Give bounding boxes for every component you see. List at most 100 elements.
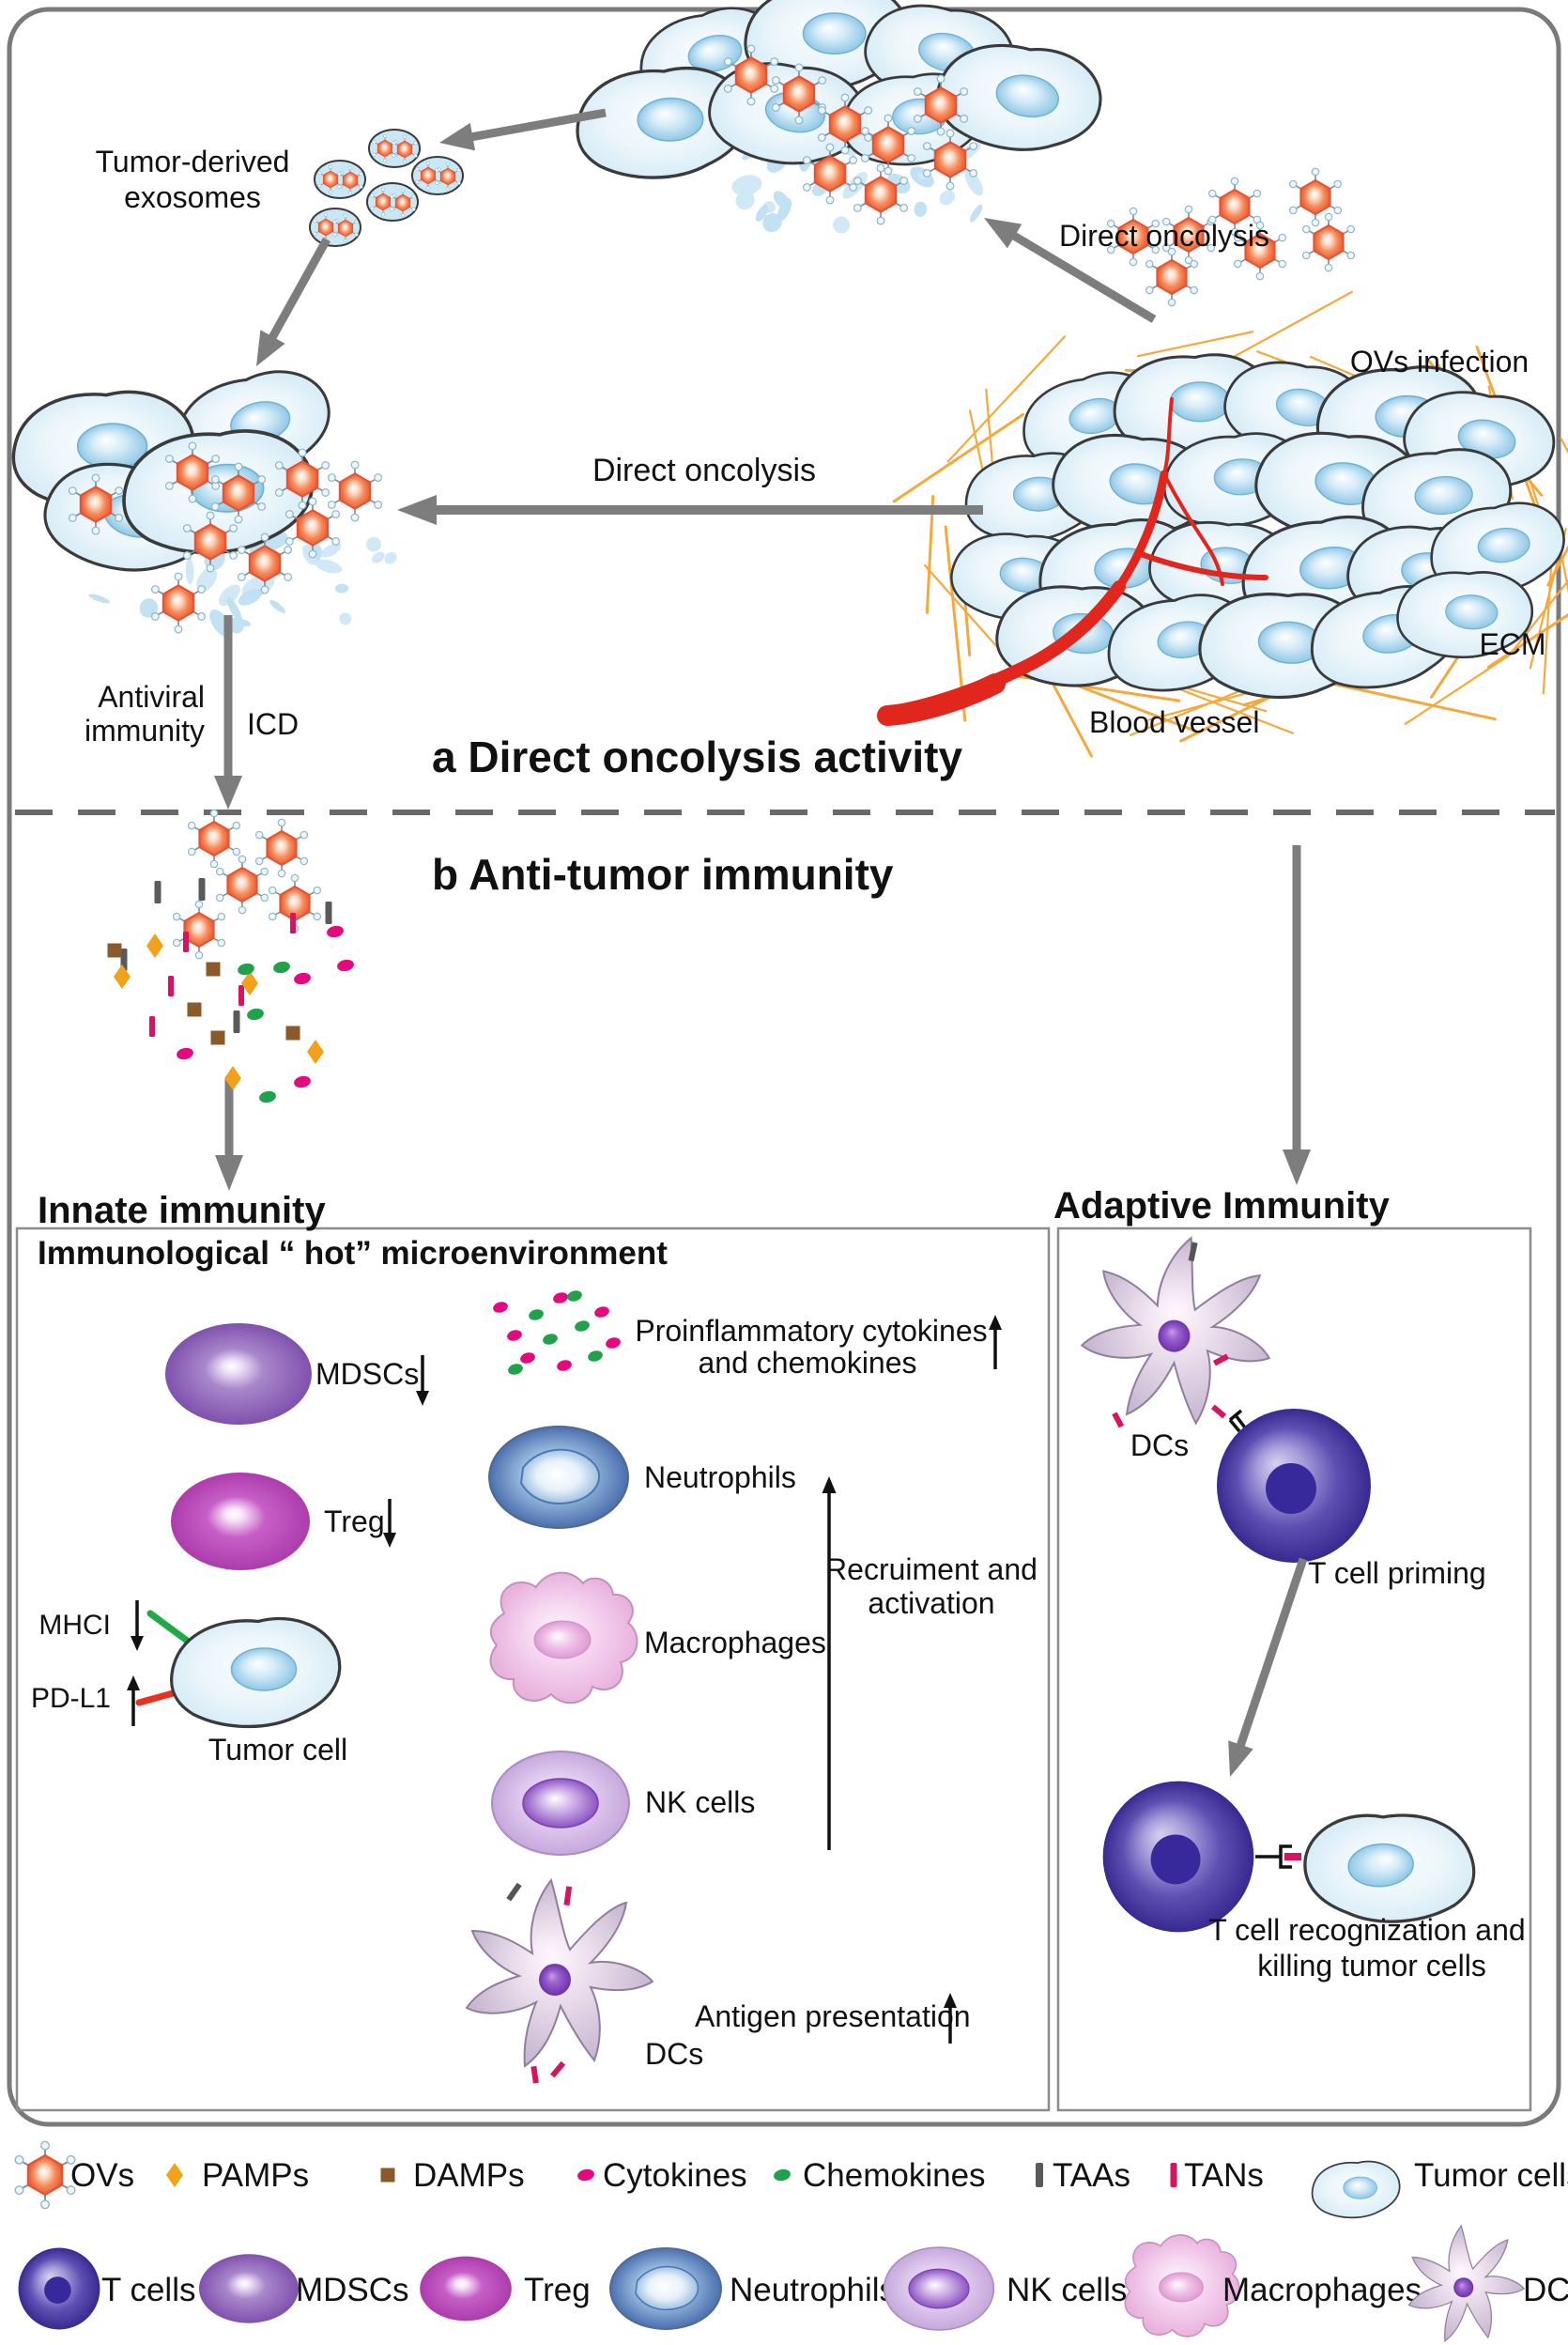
legend-item: Chemokines: [774, 2157, 986, 2194]
legend-label: DCs: [1523, 2272, 1568, 2308]
mdsc-cell: [165, 1323, 312, 1425]
legend-label: Tumor cells: [1414, 2157, 1568, 2194]
chemokine-molecule: [588, 1350, 603, 1362]
cell-debris: [88, 594, 110, 604]
neutrophils-icon: [608, 2247, 723, 2330]
tan-tick: [1112, 1412, 1125, 1428]
legend-label: Chemokines: [803, 2157, 986, 2194]
chemokine-molecule: [567, 1290, 582, 1302]
cytokine-cluster: [553, 1292, 568, 1304]
arrow-cluster-to-exosomes-head: [439, 122, 476, 151]
ecm-fiber: [1560, 552, 1568, 594]
arrow-cluster-to-exosomes: [469, 108, 607, 142]
damp-molecule: [107, 943, 122, 958]
blood-vessel-label: Blood vessel: [1089, 705, 1259, 739]
arrow-proinflammatory-up-head: [989, 1315, 1002, 1330]
cell-debris: [735, 191, 755, 210]
treg-icon: [420, 2256, 512, 2322]
cytokine-molecule: [577, 2168, 594, 2182]
adaptive-heading: Adaptive Immunity: [1053, 1185, 1391, 1226]
innate-subheading: Immunological “ hot” microenvironment: [38, 1235, 668, 1272]
cytokine-molecule: [337, 959, 354, 972]
tumor-derived-exosome: [367, 183, 418, 221]
ov-virus-icon: [1288, 167, 1343, 227]
legend-label: DAMPs: [413, 2157, 525, 2194]
innate-heading: Innate immunity: [38, 1190, 326, 1231]
neutrophils-label: Neutrophils: [644, 1460, 796, 1494]
cell-debris: [372, 551, 385, 563]
ecm-fiber: [946, 335, 1067, 463]
cytokine-molecule: [557, 1360, 572, 1371]
pamp-molecule: [241, 971, 258, 995]
legend-item: T cells: [18, 2247, 196, 2330]
dendritic-cell: [466, 1879, 653, 2084]
antigen-tab: [1284, 1853, 1301, 1860]
cell-debris: [776, 197, 792, 222]
tan-tick: [550, 2060, 566, 2078]
cell-debris: [315, 559, 343, 574]
ecm-fiber: [1136, 331, 1254, 358]
arrow-recruitment-up-head: [822, 1476, 837, 1493]
cell-debris: [731, 175, 762, 196]
arrow-direct-oncolysis-upper-head: [984, 218, 1022, 249]
arrow-direct-oncolysis-upper: [1010, 231, 1157, 323]
antiviral-immunity-label2: immunity: [85, 714, 205, 748]
blood-vessel-branch: [1138, 551, 1268, 580]
cytokine-cluster: [594, 1306, 609, 1318]
cytokine-molecule: [177, 1047, 193, 1060]
t-cell-recognition-label2: killing tumor cells: [1257, 1949, 1486, 1982]
mdscs-label: MDSCs: [315, 1357, 419, 1391]
antiviral-immunity-label: Antiviral: [98, 680, 205, 714]
t-cell: [1217, 1409, 1371, 1563]
pamp-molecule: [114, 964, 131, 989]
cytokine-molecule: [294, 1075, 311, 1088]
innate-dcs-label: DCs: [645, 2037, 703, 2071]
damp-molecule: [210, 1030, 225, 1045]
section-a-heading: a Direct oncolysis activity: [432, 733, 962, 781]
tans-icon: [1170, 2163, 1177, 2187]
tumor-derived-exosome: [412, 157, 463, 194]
cell-debris: [755, 204, 769, 223]
taa-molecule: [154, 881, 161, 903]
antigen-presentation-label: Antigen presentation: [695, 1999, 971, 2033]
cell-debris: [269, 599, 286, 613]
arrow-to-innate-head: [215, 1155, 243, 1191]
cell-debris: [320, 543, 342, 558]
direct-oncolysis-mid-label: Direct oncolysis: [592, 453, 816, 488]
figure-outer-border: [7, 7, 1561, 2127]
legend-label: OVs: [70, 2157, 134, 2194]
tan-molecule: [149, 1016, 155, 1037]
section-b-heading: b Anti-tumor immunity: [432, 850, 894, 899]
ecm-fiber: [1487, 612, 1568, 669]
tcr-bracket: [1279, 1844, 1292, 1869]
legend-label: MDSCs: [296, 2272, 409, 2308]
taas-icon: [1036, 2163, 1043, 2187]
taa-tick: [1188, 1242, 1198, 1262]
cytokine-cluster: [575, 1320, 590, 1332]
adaptive-dcs-label: DCs: [1130, 1428, 1189, 1462]
legend-label: PAMPs: [202, 2157, 309, 2194]
cytokine-cluster: [567, 1290, 582, 1302]
taa-molecule: [198, 878, 206, 901]
adaptive-panel-box: [1056, 1226, 1532, 2112]
pamp-molecule: [166, 2163, 183, 2187]
tumor-derived-exosomes-label: Tumor-derived: [96, 145, 290, 178]
arrow-treg-down-head: [383, 1533, 396, 1548]
damp-molecule: [380, 2168, 395, 2183]
chemokine-molecule: [543, 1334, 558, 1345]
legend-item: Treg: [420, 2256, 591, 2322]
mhci-receptor-line: [146, 1610, 197, 1649]
chemokine-molecule: [247, 1008, 264, 1021]
cell-debris: [833, 216, 851, 234]
treg-label: Treg: [324, 1504, 385, 1538]
cell-debris: [939, 190, 956, 206]
taa-molecule: [233, 1011, 240, 1033]
tan-molecule: [290, 913, 296, 933]
cytokine-cluster: [588, 1350, 603, 1362]
cell-debris: [964, 169, 983, 196]
blood-vessel-end: [877, 673, 1006, 726]
cytokine-cluster: [557, 1360, 572, 1371]
cytokine-molecule: [553, 1292, 568, 1304]
arrow-t-cell-priming-head: [1228, 1740, 1253, 1777]
cell-debris: [969, 204, 983, 223]
